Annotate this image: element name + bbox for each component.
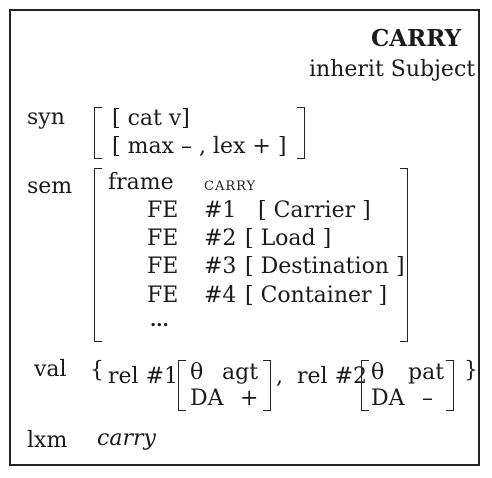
sem-fe-value: [ Container ]	[245, 283, 388, 308]
sem-fe-value: [ Destination ]	[245, 254, 405, 279]
sem-fe-num: #4	[204, 283, 237, 308]
avm-subtitle: inherit Subject	[309, 57, 476, 82]
val-rel1-theta-value: agt	[222, 360, 259, 385]
val-rel2-theta-value: pat	[408, 360, 445, 385]
sem-right-bracket	[400, 168, 408, 342]
sem-frame-value: carry	[204, 173, 257, 195]
syn-right-bracket	[297, 107, 305, 159]
val-open-brace: {	[90, 358, 104, 383]
val-rel1-da-value: +	[240, 386, 259, 411]
syn-left-bracket	[94, 107, 102, 159]
sem-fe-num: #1	[204, 198, 237, 223]
val-rel2-da-value: –	[422, 386, 433, 411]
val-rel1: rel #1	[108, 364, 178, 389]
lxm-value: carry	[97, 426, 156, 451]
sem-fe-value: [ Load ]	[245, 226, 332, 251]
val-rel2: rel #2	[297, 364, 367, 389]
sem-fe-key: FE	[147, 254, 179, 279]
val-rel2-right-bracket	[446, 360, 454, 411]
val-rel1-da: DA	[190, 386, 224, 411]
val-rel2-left-bracket	[361, 360, 369, 411]
sem-fe-key: FE	[147, 198, 179, 223]
sem-fe-key: FE	[147, 226, 179, 251]
sem-left-bracket	[94, 168, 102, 342]
avm-title: CARRY	[371, 25, 462, 52]
sem-label: sem	[27, 174, 73, 199]
val-rel1-theta: θ	[190, 360, 204, 385]
val-close-brace: }	[464, 358, 478, 383]
val-rel2-theta: θ	[371, 360, 385, 385]
sem-fe-num: #2	[204, 226, 237, 251]
sem-ellipsis: ...	[150, 310, 169, 331]
val-rel1-right-bracket	[263, 360, 271, 411]
syn-max-lex: [ max – , lex + ]	[112, 134, 287, 159]
syn-cat: [ cat v]	[112, 106, 190, 131]
syn-label: syn	[27, 105, 65, 130]
sem-fe-num: #3	[204, 254, 237, 279]
val-label: val	[34, 357, 67, 382]
val-rel2-da: DA	[371, 386, 405, 411]
avm-frame	[9, 9, 480, 466]
sem-fe-value: [ Carrier ]	[258, 198, 371, 223]
sem-fe-key: FE	[147, 283, 179, 308]
val-rel1-left-bracket	[178, 360, 186, 411]
sem-frame-key: frame	[108, 170, 174, 195]
val-comma: ,	[276, 364, 283, 389]
lxm-label: lxm	[27, 428, 68, 453]
